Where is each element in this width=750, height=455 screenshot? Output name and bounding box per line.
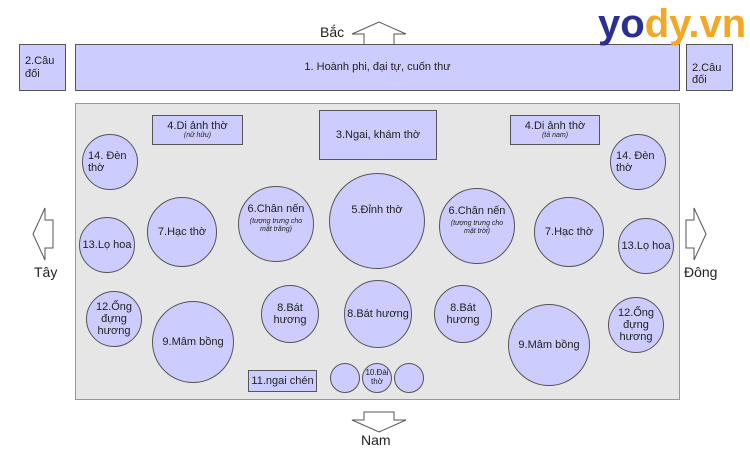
dai-tho: 10.Đài thờ [362, 363, 392, 393]
logo-part2: dy.vn [644, 2, 747, 46]
ong-huong-left: 12.Ống đựng hương [86, 291, 142, 347]
mam-bong-right: 9.Mâm bồng [508, 304, 590, 386]
bat-huong-center: 8.Bát hương [344, 280, 412, 348]
bat-huong-left: 8.Bát hương [261, 285, 319, 343]
south-arrow-icon [351, 411, 407, 433]
den-tho-right: 14. Đèn thờ [610, 134, 666, 190]
sublabel: (nữ hữu) [183, 132, 212, 140]
sublabel: (tả nam) [541, 132, 569, 140]
south-label: Nam [361, 432, 391, 448]
dai-tho-right [394, 363, 424, 393]
north-label: Bắc [320, 24, 345, 40]
hac-tho-left: 7.Hạc thờ [147, 197, 217, 267]
lo-hoa-right: 13.Lọ hoa [618, 218, 674, 274]
di-anh-right: 4.Di ảnh thờ(tả nam) [510, 115, 600, 145]
dinh-tho: 5.Đỉnh thờ [329, 173, 425, 269]
east-label: Đông [684, 264, 718, 280]
cau-doi-left: 2.Câu đối [19, 44, 66, 91]
dai-tho-left [330, 363, 360, 393]
cau-doi-right: 2.Câu đối [686, 44, 733, 91]
label: 6.Chân nến [247, 203, 305, 215]
east-arrow-icon [685, 207, 707, 261]
chan-nen-right: 6.Chân nến (tượng trưng cho mặt trời) [439, 188, 515, 264]
ngai-chen: 11.ngai chén [248, 370, 317, 392]
label: 4.Di ảnh thờ [167, 120, 228, 133]
logo-part1: yo [598, 2, 645, 46]
north-arrow-icon [351, 21, 407, 47]
west-label: Tây [34, 264, 58, 280]
den-tho-left: 14. Đèn thờ [82, 134, 138, 190]
logo: yody.vn [598, 4, 746, 44]
sublabel: (tượng trưng cho mặt trăng) [249, 218, 303, 233]
west-arrow-icon [32, 207, 54, 261]
di-anh-left: 4.Di ảnh thờ(nữ hữu) [152, 115, 243, 145]
bat-huong-right: 8.Bát hương [434, 285, 492, 343]
hac-tho-right: 7.Hạc thờ [534, 197, 604, 267]
hoanh-phi: 1. Hoành phi, đại tự, cuốn thư [75, 44, 680, 91]
mam-bong-left: 9.Mâm bồng [152, 301, 234, 383]
label: 4.Di ảnh thờ [524, 120, 586, 133]
sublabel: (tượng trưng cho mặt trời) [450, 220, 504, 235]
ong-huong-right: 12.Ống đựng hương [608, 297, 664, 353]
chan-nen-left: 6.Chân nến (tượng trưng cho mặt trăng) [238, 186, 314, 262]
lo-hoa-left: 13.Lọ hoa [79, 217, 135, 273]
ngai-kham-tho: 3.Ngai, khám thờ [319, 110, 437, 160]
label: 6.Chân nến [448, 205, 506, 217]
